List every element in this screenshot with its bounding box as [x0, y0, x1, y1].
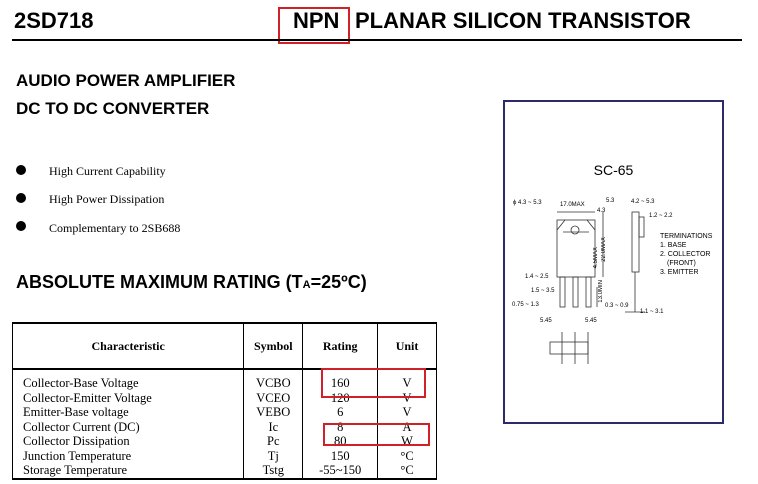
- dim-13min: 13.0MIN: [598, 280, 604, 303]
- cell-characteristic: Emitter-Base voltage: [11, 405, 245, 420]
- application-2: DC TO DC CONVERTER: [16, 99, 210, 118]
- dim-11: 1.1 ~ 3.1: [640, 309, 664, 315]
- type-npn: NPN: [293, 8, 340, 33]
- dim-hole: ϕ 4.3 ~ 5.3: [513, 200, 542, 206]
- cell-characteristic: Storage Temperature: [11, 463, 245, 479]
- ratings-title-sub: A: [302, 279, 311, 291]
- dim-43: 4.3: [597, 208, 606, 214]
- cell-characteristic: Junction Temperature: [11, 448, 245, 463]
- cell-unit: °C: [377, 448, 437, 463]
- dim-03: 0.3 ~ 0.9: [605, 303, 629, 309]
- cell-symbol: VEBO: [243, 405, 304, 420]
- bullet-icon: [16, 165, 26, 175]
- ratings-title-prefix: ABSOLUTE MAXIMUM RATING (T: [16, 272, 303, 292]
- cell-rating: 6: [302, 405, 379, 420]
- dim-45max: 4.5MAX: [593, 247, 599, 269]
- terminations-title: TERMINATIONS: [660, 233, 713, 240]
- cell-symbol: VCBO: [243, 369, 304, 391]
- feature-item: High Power Dissipation: [49, 192, 165, 206]
- type-description: PLANAR SILICON TRANSISTOR: [355, 8, 691, 33]
- ratings-title-suffix: =25ºC): [310, 272, 367, 292]
- cell-symbol: Pc: [243, 434, 304, 449]
- package-name: SC-65: [593, 162, 634, 178]
- ratings-table: Characteristic Symbol Rating Unit Collec…: [11, 322, 437, 480]
- dim-22max: 22.0MAX: [601, 237, 607, 262]
- dim-width: 17.0MAX: [560, 202, 585, 208]
- cell-unit: V: [377, 369, 437, 391]
- cell-characteristic: Collector-Emitter Voltage: [11, 390, 245, 405]
- cell-characteristic: Collector-Base Voltage: [11, 369, 245, 391]
- cell-symbol: Tstg: [243, 463, 304, 479]
- ratings-title: ABSOLUTE MAXIMUM RATING (TA=25ºC): [16, 272, 367, 293]
- cell-characteristic: Collector Current (DC): [11, 419, 245, 434]
- cell-symbol: Tj: [243, 448, 304, 463]
- package-drawing-frame: SC-65 ϕ 4.3 ~ 5.3 17.0MAX 5.3 4.3 22.0MA…: [503, 100, 724, 424]
- dim-075: 0.75 ~ 1.3: [512, 302, 539, 308]
- cell-rating: -55~150: [302, 463, 379, 479]
- dim-pitch-1: 5.45: [540, 318, 552, 324]
- cell-symbol: VCEO: [243, 390, 304, 405]
- terminations-legend: TERMINATIONS 1. BASE 2. COLLECTOR (FRONT…: [660, 232, 712, 277]
- dim-14: 1.4 ~ 2.5: [525, 274, 549, 280]
- header-rating: Rating: [302, 322, 379, 370]
- highlight-box-npn: [278, 7, 350, 44]
- dim-15: 1.5 ~ 3.5: [531, 288, 555, 294]
- cell-unit: V: [377, 405, 437, 420]
- bullet-icon: [16, 221, 26, 231]
- header-symbol: Symbol: [243, 322, 304, 370]
- highlight-box-dissipation: [323, 423, 430, 446]
- bullet-icon: [16, 193, 26, 203]
- feature-item: Complementary to 2SB688: [49, 221, 181, 235]
- termination-1: 1. BASE: [660, 242, 687, 249]
- termination-2-note: (FRONT): [667, 260, 696, 267]
- dim-42: 4.2 ~ 5.3: [631, 199, 655, 205]
- highlight-box-voltage: [321, 368, 426, 398]
- cell-unit: °C: [377, 463, 437, 479]
- cell-characteristic: Collector Dissipation: [11, 434, 245, 449]
- dim-pitch-2: 5.45: [585, 318, 597, 324]
- cell-rating: 150: [302, 448, 379, 463]
- header-unit: Unit: [377, 322, 437, 370]
- feature-item: High Current Capability: [49, 164, 166, 178]
- cell-symbol: Ic: [243, 419, 304, 434]
- package-outline-drawing: [549, 211, 645, 364]
- application-1: AUDIO POWER AMPLIFIER: [16, 71, 236, 90]
- termination-3: 3. EMITTER: [660, 269, 699, 276]
- dim-12: 1.2 ~ 2.2: [649, 213, 673, 219]
- part-number: 2SD718: [14, 8, 94, 33]
- termination-2: 2. COLLECTOR: [660, 251, 711, 258]
- dim-53: 5.3: [606, 198, 615, 204]
- header-rule: [12, 39, 742, 41]
- header-characteristic: Characteristic: [11, 322, 245, 370]
